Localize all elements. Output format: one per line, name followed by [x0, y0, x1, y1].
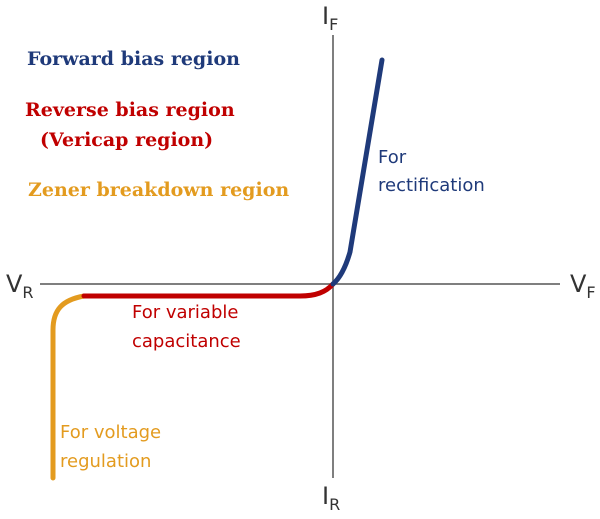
annotation-voltage-regulation-1: For voltage: [60, 422, 161, 443]
forward-bias-curve: [330, 57, 385, 287]
zener-breakdown-curve: [50, 293, 87, 481]
legend-reverse-bias: Reverse bias region: [25, 99, 235, 121]
annotation-for-rectification-2: rectification: [378, 175, 485, 196]
annotation-variable-capacitance-1: For variable: [132, 302, 238, 323]
reverse-bias-curve: [81, 281, 336, 299]
legend-vericap: (Vericap region): [40, 129, 213, 151]
annotation-for-rectification-1: For: [378, 147, 407, 168]
legend-zener-breakdown: Zener breakdown region: [28, 179, 289, 201]
legend-forward-bias: Forward bias region: [27, 48, 240, 70]
annotation-voltage-regulation-2: regulation: [60, 451, 151, 472]
axis-label-vr: VR: [6, 270, 34, 302]
axis-label-vf: VF: [570, 270, 596, 302]
annotation-variable-capacitance-2: capacitance: [132, 331, 241, 352]
axis-label-ir: IR: [322, 482, 340, 514]
axis-label-if: IF: [322, 2, 338, 34]
